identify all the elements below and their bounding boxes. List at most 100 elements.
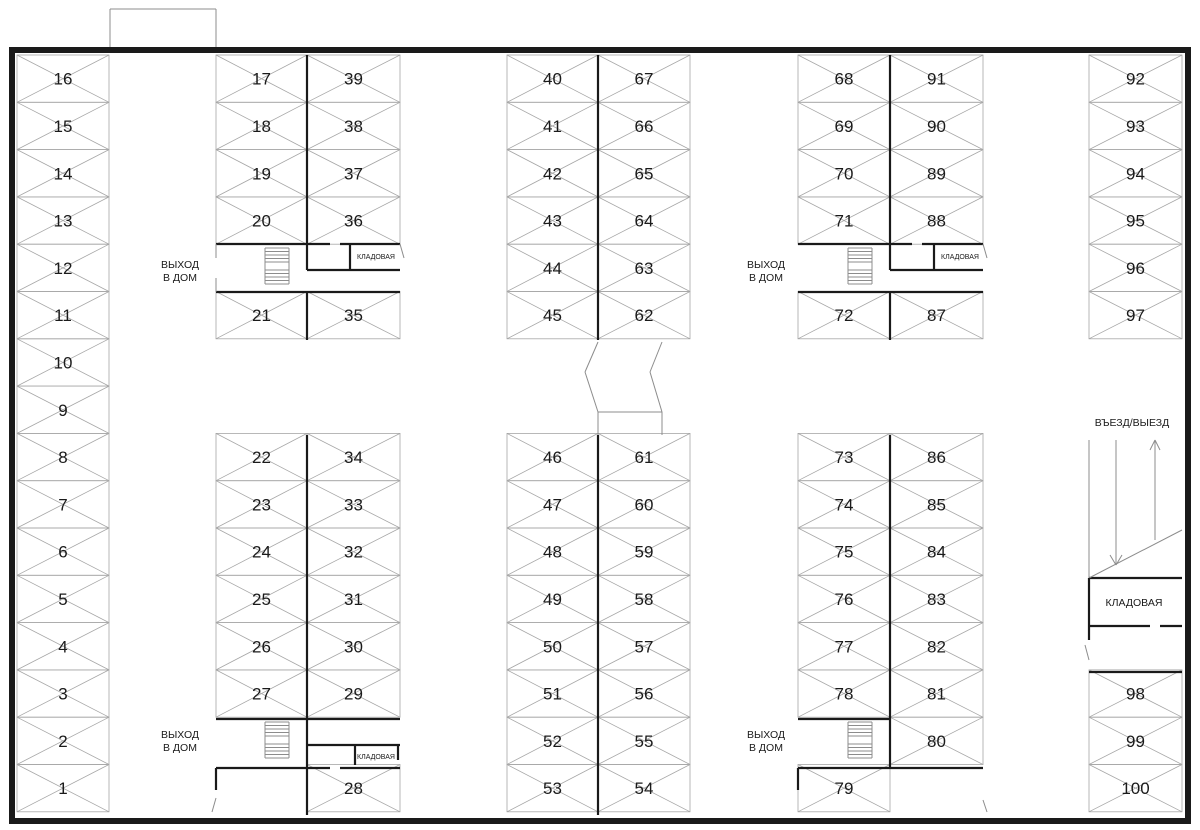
- space-number: 80: [927, 732, 946, 751]
- space-number: 21: [252, 306, 271, 325]
- space-number: 12: [54, 259, 73, 278]
- parking-space: 56: [597, 669, 691, 718]
- parking-space: 49: [506, 574, 599, 623]
- space-number: 91: [927, 70, 946, 89]
- parking-space: 8: [16, 432, 110, 482]
- space-number: 71: [835, 212, 854, 231]
- space-number: 79: [835, 779, 854, 798]
- parking-space: 85: [889, 480, 984, 529]
- space-number: 29: [344, 685, 363, 704]
- parking-space: 38: [306, 101, 401, 151]
- parking-space: 72: [797, 291, 891, 340]
- parking-space: 74: [797, 480, 891, 529]
- space-number: 72: [835, 306, 854, 325]
- space-number: 76: [835, 590, 854, 609]
- space-number: 40: [543, 70, 562, 89]
- space-number: 86: [927, 448, 946, 467]
- parking-space: 67: [597, 54, 691, 103]
- parking-space: 95: [1088, 196, 1183, 245]
- space-number: 90: [927, 117, 946, 136]
- parking-space: 88: [889, 196, 984, 245]
- space-number: 56: [635, 685, 654, 704]
- space-number: 59: [635, 543, 654, 562]
- space-number: 54: [635, 779, 654, 798]
- space-number: 36: [344, 212, 363, 231]
- space-number: 51: [543, 685, 562, 704]
- storage-label-1: КЛАДОВАЯ: [357, 254, 395, 261]
- space-number: 69: [835, 117, 854, 136]
- space-number: 24: [252, 543, 271, 562]
- parking-space: 91: [889, 54, 984, 103]
- space-number: 60: [635, 495, 654, 514]
- exit-label-line1: ВЫХОД: [161, 729, 199, 741]
- parking-space: 58: [597, 574, 691, 623]
- space-number: 6: [58, 543, 67, 562]
- space-number: 83: [927, 590, 946, 609]
- space-number: 9: [58, 401, 67, 420]
- parking-space: 6: [16, 527, 110, 576]
- space-number: 44: [543, 259, 562, 278]
- exit-label-4: ВЫХОД В ДОМ: [747, 729, 785, 754]
- parking-space: 18: [215, 101, 308, 151]
- parking-space: 82: [889, 622, 984, 671]
- parking-space: 64: [597, 196, 691, 245]
- parking-space: 70: [797, 149, 891, 198]
- space-number: 68: [835, 70, 854, 89]
- space-number: 98: [1126, 685, 1145, 704]
- space-number: 46: [543, 448, 562, 467]
- space-number: 50: [543, 637, 562, 656]
- space-number: 10: [54, 353, 73, 372]
- space-number: 61: [635, 448, 654, 467]
- storage-label-4: КЛАДОВАЯ: [1106, 597, 1163, 609]
- space-number: 87: [927, 306, 946, 325]
- space-number: 75: [835, 543, 854, 562]
- space-number: 42: [543, 164, 562, 183]
- parking-space: 100: [1088, 764, 1183, 813]
- space-number: 41: [543, 117, 562, 136]
- space-number: 70: [835, 164, 854, 183]
- parking-space: 24: [215, 527, 308, 576]
- parking-space: 4: [16, 622, 110, 671]
- parking-space: 93: [1088, 101, 1183, 151]
- space-number: 64: [635, 212, 654, 231]
- space-number: 31: [344, 590, 363, 609]
- space-number: 32: [344, 543, 363, 562]
- parking-space: 37: [306, 149, 401, 198]
- parking-space: 41: [506, 101, 599, 151]
- space-number: 16: [54, 70, 73, 89]
- parking-space: 21: [215, 291, 308, 340]
- parking-space: 16: [16, 54, 110, 103]
- space-number: 20: [252, 212, 271, 231]
- parking-space: 19: [215, 149, 308, 198]
- parking-space: 90: [889, 101, 984, 151]
- parking-space: 36: [306, 196, 401, 245]
- parking-space: 45: [506, 291, 599, 340]
- parking-space: 27: [215, 669, 308, 718]
- space-number: 89: [927, 164, 946, 183]
- parking-space: 3: [16, 669, 110, 718]
- parking-space: 29: [306, 669, 401, 718]
- parking-space: 40: [506, 54, 599, 103]
- parking-space: 44: [506, 243, 599, 292]
- space-number: 35: [344, 306, 363, 325]
- exit-label-line1: ВЫХОД: [747, 259, 785, 271]
- parking-space: 39: [306, 54, 401, 103]
- parking-space: 77: [797, 622, 891, 671]
- parking-space: 94: [1088, 149, 1183, 198]
- space-number: 62: [635, 306, 654, 325]
- space-number: 82: [927, 637, 946, 656]
- parking-space: 84: [889, 527, 984, 576]
- space-number: 45: [543, 306, 562, 325]
- parking-space: 97: [1088, 291, 1183, 340]
- space-number: 48: [543, 543, 562, 562]
- space-number: 53: [543, 779, 562, 798]
- parking-space: 43: [506, 196, 599, 245]
- parking-space: 23: [215, 480, 308, 529]
- space-number: 7: [58, 495, 67, 514]
- parking-space: 12: [16, 243, 110, 292]
- space-number: 100: [1121, 779, 1149, 798]
- parking-space: 81: [889, 669, 984, 718]
- parking-space: 57: [597, 622, 691, 671]
- parking-space: 96: [1088, 243, 1183, 292]
